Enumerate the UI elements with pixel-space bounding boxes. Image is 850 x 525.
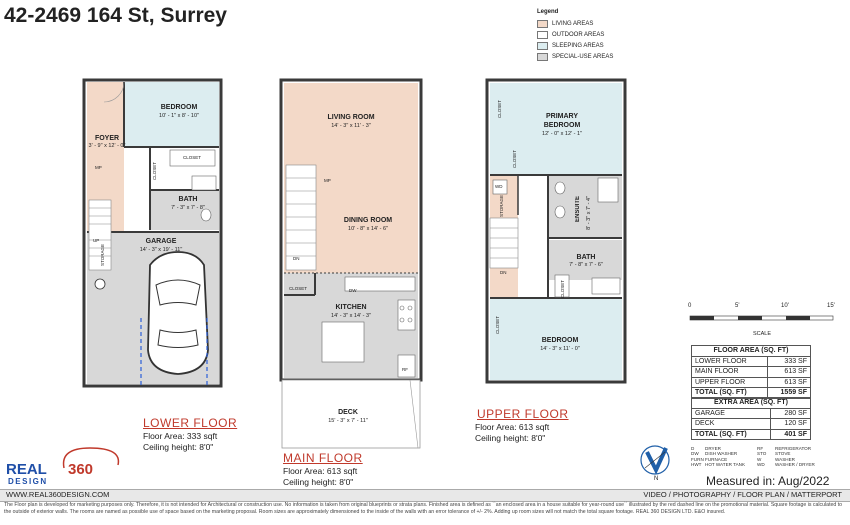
logo-real: REAL bbox=[6, 461, 47, 478]
lower-mp-label: MP bbox=[95, 165, 102, 170]
dining-room-dim: 10' - 8" x 14' - 6" bbox=[348, 226, 388, 232]
upper-floor-title: UPPER FLOOR bbox=[477, 407, 569, 421]
sleeping-swatch bbox=[537, 42, 548, 50]
main-floor-title: MAIN FLOOR bbox=[283, 451, 363, 465]
upper-floor-plan bbox=[485, 78, 627, 384]
measured-date: Measured in: Aug/2022 bbox=[706, 474, 830, 488]
upper-closet-mid-label: CLOSET bbox=[512, 150, 517, 169]
scale-label: SCALE bbox=[753, 331, 772, 337]
deck-label: DECK bbox=[338, 409, 358, 416]
primary-bedroom-dim: 12' - 0" x 12' - 1" bbox=[542, 131, 582, 137]
upper-closet-bath-label: CLOSET bbox=[560, 280, 565, 299]
logo-design: DESIGN bbox=[8, 477, 48, 486]
foyer-dim: 3' - 9" x 12' - 0" bbox=[88, 143, 126, 149]
special-swatch bbox=[537, 53, 548, 61]
lower-floor-title: LOWER FLOOR bbox=[143, 416, 238, 430]
car-icon bbox=[147, 251, 209, 375]
foyer-label: FOYER bbox=[94, 135, 120, 142]
upper-floor-area: Floor Area: 613 sqft bbox=[475, 422, 550, 432]
living-room-label: LIVING ROOM bbox=[327, 114, 375, 121]
lower-floor-area: Floor Area: 333 sqft bbox=[143, 431, 218, 441]
legend-item-outdoor: OUTDOOR AREAS bbox=[537, 31, 604, 39]
lower-bedroom-dim: 10' - 1" x 8' - 10" bbox=[159, 113, 199, 119]
footer-bar bbox=[0, 489, 850, 502]
lower-up-label: UP bbox=[93, 238, 100, 243]
table-total-row: TOTAL (SQ. FT)401 SF bbox=[690, 428, 811, 440]
upper-bath-label: BATH bbox=[576, 254, 596, 261]
deck-dim: 15' - 3" x 7' - 11" bbox=[328, 418, 368, 424]
lower-storage-label: STORAGE bbox=[100, 244, 105, 266]
real360-logo: REAL 360 DESIGN bbox=[6, 447, 120, 486]
upper-bedroom-dim: 14' - 3" x 11' - 0" bbox=[540, 346, 580, 352]
main-floor-plan bbox=[279, 78, 423, 449]
main-floor-ceiling: Ceiling height: 8'0" bbox=[283, 477, 354, 487]
lower-bedroom-label: BEDROOM bbox=[160, 104, 198, 111]
legend-item-special: SPECIAL-USE AREAS bbox=[537, 53, 613, 61]
dw-label: DW bbox=[349, 288, 357, 293]
scale-tick-15: 15' bbox=[827, 303, 835, 309]
primary-label-line1: PRIMARY bbox=[545, 113, 579, 120]
scale-tick-10: 10' bbox=[781, 303, 789, 309]
legend-heading: Legend bbox=[537, 9, 559, 15]
floor-area-header: FLOOR AREA (SQ. FT) bbox=[691, 345, 811, 357]
footer-website-link[interactable]: WWW.REAL360DESIGN.COM bbox=[6, 490, 110, 499]
lower-bath-label: BATH bbox=[178, 196, 198, 203]
ensuite-dim: 8' - 3" x 7' - 4" bbox=[586, 196, 592, 230]
main-mp-label: MP bbox=[324, 178, 331, 183]
lower-bath-dim: 7' - 3" x 7' - 8" bbox=[171, 205, 205, 211]
living-room-dim: 14' - 3" x 11' - 3" bbox=[331, 123, 371, 129]
living-swatch bbox=[537, 20, 548, 28]
kitchen-label: KITCHEN bbox=[335, 304, 367, 311]
outdoor-swatch bbox=[537, 31, 548, 39]
lower-closet-label: CLOSET bbox=[183, 155, 202, 160]
scale-tick-0: 0 bbox=[688, 303, 692, 309]
legend-item-sleeping: SLEEPING AREAS bbox=[537, 42, 604, 50]
scale-bar bbox=[689, 315, 834, 321]
upper-bath-dim: 7' - 8" x 7' - 6" bbox=[569, 262, 603, 268]
page-title: 42-2469 164 St, Surrey bbox=[4, 4, 227, 27]
main-dn-label: DN bbox=[293, 256, 300, 261]
garage-label: GARAGE bbox=[145, 238, 177, 245]
north-compass-icon bbox=[640, 445, 670, 475]
legend-item-living: LIVING AREAS bbox=[537, 20, 593, 28]
upper-closet-bottom-label: CLOSET bbox=[495, 316, 500, 335]
compass-north-label: N bbox=[654, 476, 659, 482]
lower-floor-ceiling: Ceiling height: 8'0" bbox=[143, 442, 214, 452]
upper-storage-label: STORAGE bbox=[499, 195, 504, 217]
ensuite-label: ENSUITE bbox=[575, 196, 581, 223]
upper-bedroom-label: BEDROOM bbox=[541, 337, 579, 344]
extra-area-header: EXTRA AREA (SQ. FT) bbox=[691, 397, 811, 409]
footer-services: VIDEO / PHOTOGRAPHY / FLOOR PLAN / MATTE… bbox=[643, 490, 842, 499]
rf-label: RF bbox=[402, 367, 408, 372]
upper-floor-ceiling: Ceiling height: 8'0" bbox=[475, 433, 546, 443]
main-floor-area: Floor Area: 613 sqft bbox=[283, 466, 358, 476]
logo-360: 360 bbox=[68, 461, 93, 478]
main-closet-label: CLOSET bbox=[289, 286, 308, 291]
footer-disclaimer: The Floor plan is developed for marketin… bbox=[4, 502, 843, 515]
dining-room-label: DINING ROOM bbox=[343, 217, 393, 224]
scale-tick-5: 5' bbox=[735, 303, 740, 309]
lower-floor-plan bbox=[82, 78, 223, 388]
primary-label-line2: BEDROOM bbox=[543, 122, 581, 129]
upper-dn-label: DN bbox=[500, 270, 507, 275]
upper-closet-left-label: CLOSET bbox=[497, 100, 502, 119]
wd-label: WD bbox=[495, 184, 503, 189]
garage-dim: 14' - 3" x 19' - 11" bbox=[139, 247, 183, 253]
kitchen-dim: 14' - 3" x 14' - 3" bbox=[331, 313, 371, 319]
lower-closet-vert-label: CLOSET bbox=[152, 162, 157, 181]
